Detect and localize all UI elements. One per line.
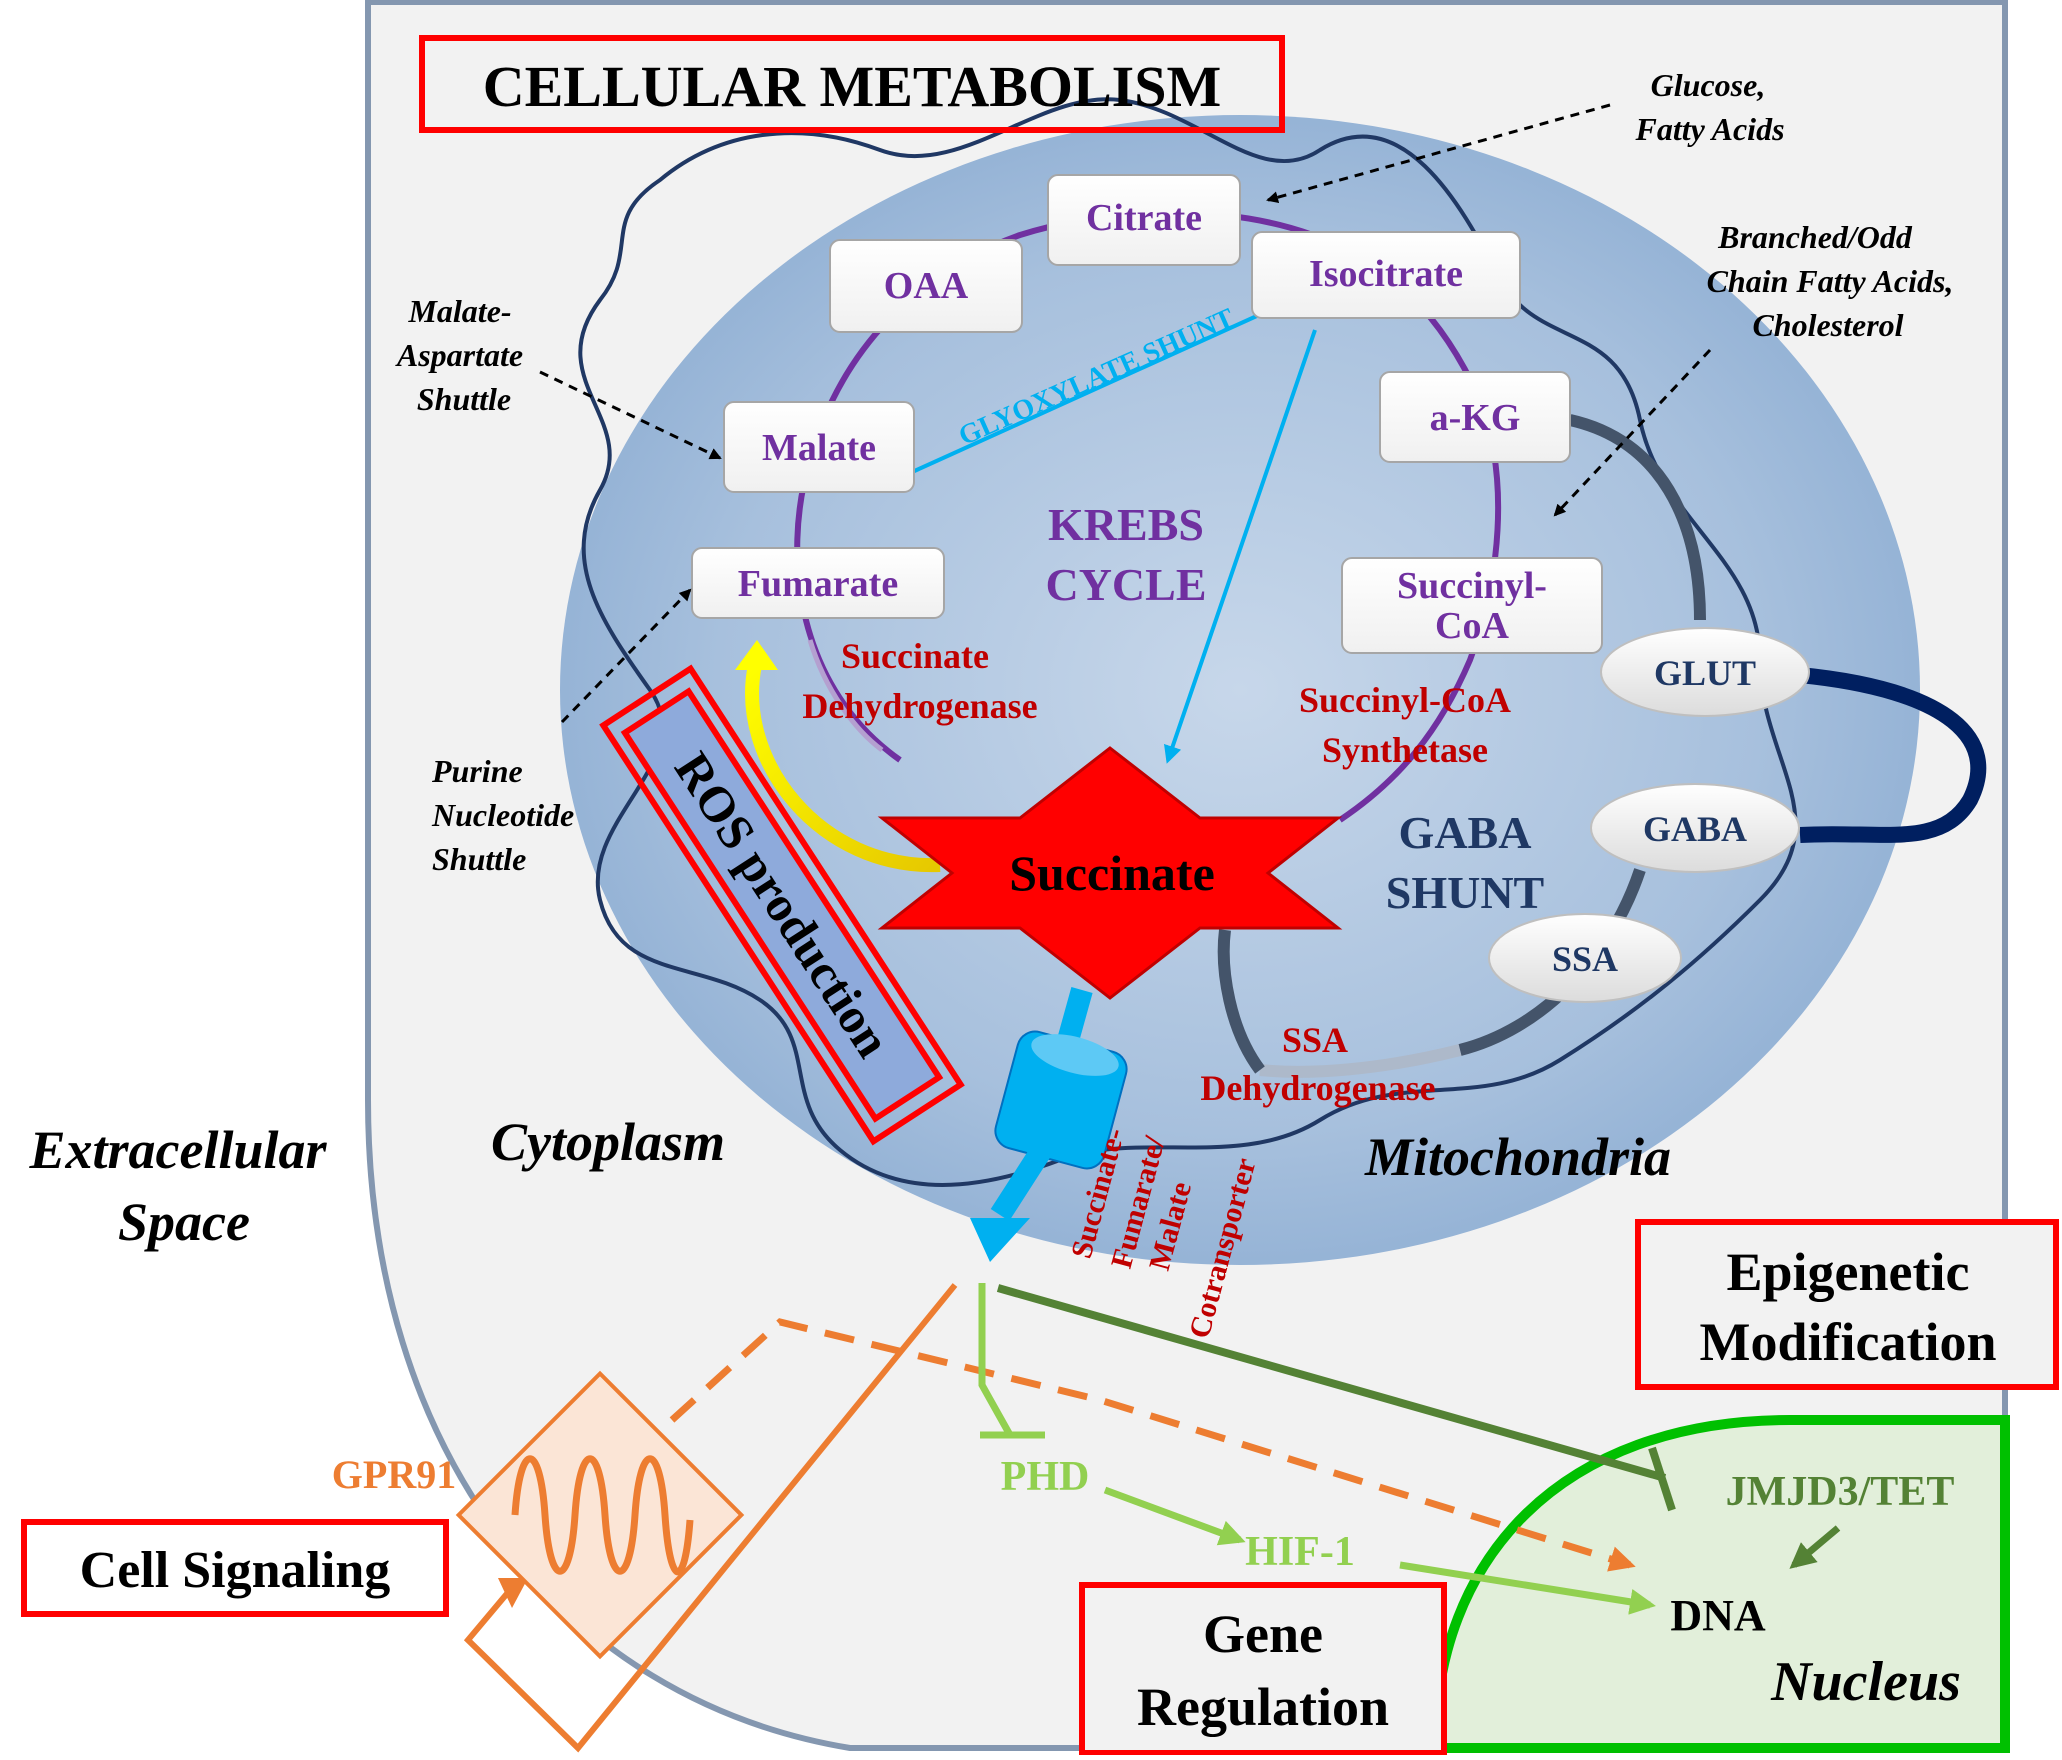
malate-label: Malate [762, 427, 876, 469]
succinate-inhibits-phd-line [978, 1283, 1014, 1437]
succinate-inhibits-jmjd-line [996, 1284, 1667, 1482]
gaba-shunt-arc-dark [1568, 414, 1706, 621]
scs-label-2: Synthetase [1322, 730, 1488, 770]
cytoplasm-label: Cytoplasm [491, 1112, 725, 1172]
jmjd-inhibition-bar [1648, 1446, 1676, 1512]
succinyl-coa-box: Succinyl- CoA [1341, 557, 1603, 654]
gaba-shunt-label-1: GABA [1399, 807, 1532, 858]
akg-label: a-KG [1430, 397, 1521, 439]
branched-label-2: Chain Fatty Acids, [1707, 263, 1954, 299]
gpr91-loop-arrowhead [498, 1578, 528, 1608]
purine-label-2: Nucleotide [431, 797, 574, 833]
cell-signaling-box: Cell Signaling [21, 1519, 449, 1617]
extracellular-label-2: Space [118, 1192, 250, 1252]
purine-label-3: Shuttle [432, 841, 526, 877]
cotransporter [970, 987, 1128, 1262]
succinyl-coa-label-2: CoA [1435, 605, 1509, 647]
mitochondria-label: Mitochondria [1364, 1127, 1671, 1187]
gaba-label: GABA [1643, 809, 1747, 849]
gene-regulation-label-2: Regulation [1137, 1677, 1389, 1737]
akg-box: a-KG [1379, 371, 1571, 463]
yellow-arrow-head [735, 640, 778, 670]
gene-regulation-box: Gene Regulation [1079, 1582, 1447, 1756]
gene-regulation-label-1: Gene [1203, 1604, 1323, 1664]
title-box: CELLULAR METABOLISM [419, 35, 1285, 133]
jmjd-label: JMJD3/TET [1726, 1469, 1955, 1515]
gpr91-receptor [455, 1370, 745, 1660]
oaa-box: OAA [829, 239, 1023, 333]
citrate-box: Citrate [1047, 174, 1241, 266]
sdh-segment [807, 639, 884, 753]
glut-oval: GLUT [1600, 627, 1810, 717]
isocitrate-label: Isocitrate [1309, 253, 1463, 295]
malate-aspartate-label-3: Shuttle [417, 381, 511, 417]
purine-label-1: Purine [431, 753, 523, 789]
glyoxylate-shunt-line [909, 308, 1271, 475]
succinate-star: Succinate [877, 746, 1343, 1000]
glucose-label-1: Glucose, [1651, 67, 1766, 103]
hif-to-dna-arrow [1399, 1561, 1656, 1615]
malate-box: Malate [723, 401, 915, 493]
ssadh-label-2: Dehydrogenase [1200, 1068, 1435, 1108]
branched-label-1: Branched/Odd [1717, 219, 1913, 255]
malate-aspartate-label-1: Malate- [407, 293, 511, 329]
citrate-label: Citrate [1086, 197, 1202, 239]
branched-label-3: Cholesterol [1752, 307, 1903, 343]
epigenetic-label-1: Epigenetic [1727, 1242, 1970, 1302]
phd-label: PHD [1001, 1454, 1090, 1500]
glut-label: GLUT [1654, 653, 1756, 693]
title: CELLULAR METABOLISM [483, 54, 1222, 119]
jmjd-to-dna-arrow [1789, 1525, 1841, 1569]
ssa-label: SSA [1552, 939, 1618, 979]
phd-to-hif-arrow [1103, 1486, 1246, 1546]
glucose-label-2: Fatty Acids [1634, 111, 1784, 147]
ssadh-label-1: SSA [1282, 1020, 1348, 1060]
malate-aspartate-label-2: Aspartate [395, 337, 523, 373]
gpr91-to-dna-dashed [669, 1318, 1636, 1572]
succinate-label: Succinate [1009, 845, 1215, 901]
isocitrate-to-succinate-arrow [1164, 329, 1317, 764]
mitochondrion-inner-membrane [578, 97, 1798, 1187]
succinate-to-gpr91-line [463, 1283, 958, 1753]
gpr91-label: GPR91 [332, 1452, 456, 1497]
hif-label: HIF-1 [1245, 1529, 1355, 1575]
krebs-cycle-label-2: CYCLE [1045, 559, 1206, 610]
succinyl-coa-label-1: Succinyl- [1397, 565, 1547, 607]
cell-signaling-label: Cell Signaling [80, 1542, 391, 1599]
epigenetic-box: Epigenetic Modification [1635, 1219, 2059, 1390]
dna-label: DNA [1670, 1591, 1766, 1640]
krebs-cycle-label-1: KREBS [1048, 499, 1204, 550]
fumarate-label: Fumarate [738, 563, 898, 605]
gaba-shunt-arc-light [1259, 1044, 1462, 1078]
sdh-label-1: Succinate [841, 636, 989, 676]
epigenetic-label-2: Modification [1700, 1312, 1997, 1372]
nucleus-label: Nucleus [1770, 1651, 1961, 1713]
succinate-to-fumarate-arrow [745, 663, 941, 873]
sdh-label-2: Dehydrogenase [802, 686, 1037, 726]
ssa-oval: SSA [1488, 913, 1682, 1003]
isocitrate-box: Isocitrate [1251, 231, 1521, 319]
scs-label-1: Succinyl-CoA [1299, 680, 1511, 720]
gaba-shunt-arc-left [1217, 929, 1265, 1074]
oaa-label: OAA [884, 265, 969, 307]
fumarate-box: Fumarate [691, 547, 945, 619]
gaba-shunt-label-2: SHUNT [1386, 867, 1544, 918]
gaba-shunt-arc-navy [1799, 667, 1987, 843]
gaba-oval: GABA [1590, 783, 1800, 873]
glucose-arrow [1266, 103, 1611, 204]
malate-aspartate-arrow [539, 370, 722, 460]
branched-arrow [1553, 348, 1712, 517]
extracellular-label-1: Extracellular [28, 1120, 327, 1180]
